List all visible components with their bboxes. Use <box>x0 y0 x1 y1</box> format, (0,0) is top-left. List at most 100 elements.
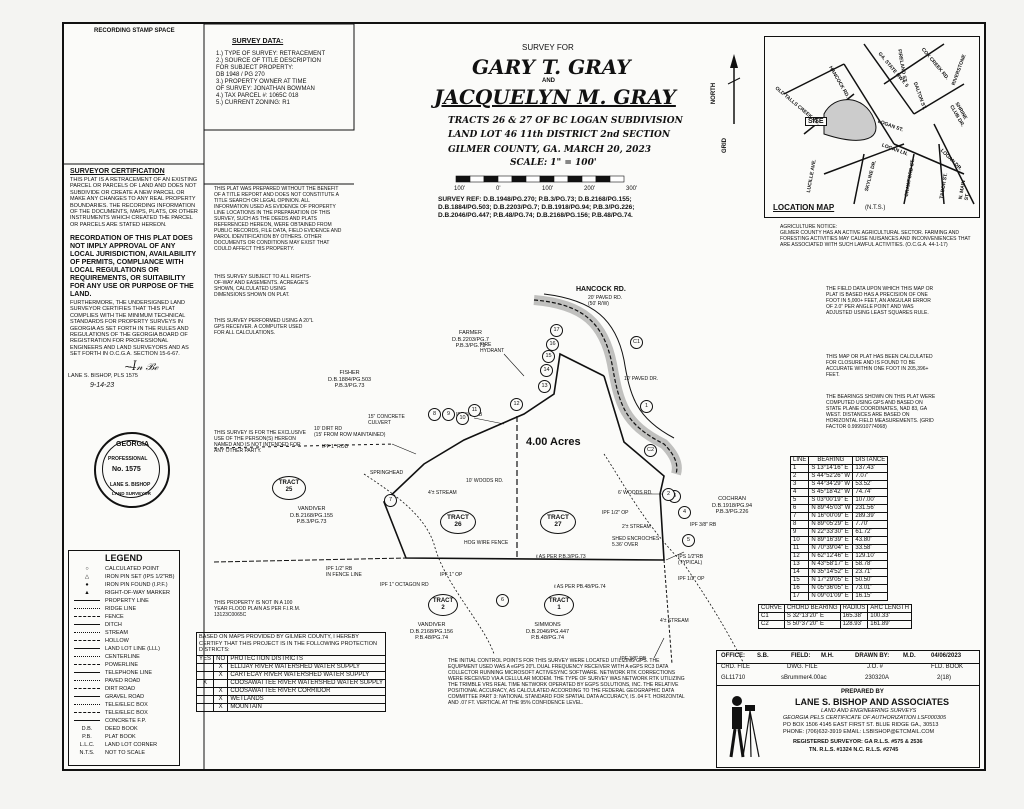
woods-rd-label: 10' WOODS RD. <box>466 478 504 484</box>
legend-line-icon <box>74 664 100 666</box>
legend-symbol <box>71 677 103 685</box>
legend-label: TELE/ELEC BOX <box>105 710 148 716</box>
leader-line <box>391 443 417 455</box>
line-cell: 74.74' <box>852 488 889 497</box>
curve-table-header: ARC LENGTH <box>867 604 912 613</box>
scale-bar-segment <box>455 175 471 183</box>
legend-symbol <box>71 661 103 669</box>
shed-label: SHED ENCROCHES 5.36' OVER <box>612 536 660 548</box>
legend-symbol <box>71 709 103 717</box>
location-map-road <box>843 63 895 145</box>
line-cell: 137.43' <box>852 464 889 473</box>
tract-26-bubble: TRACT 26 <box>440 510 476 534</box>
vandiver1-label: VANDIVER D.B.2168/PG.155 P.B.3/PG.73 <box>290 506 334 525</box>
legend-line-icon <box>74 600 100 602</box>
line-number-bubble: C1 <box>630 336 643 349</box>
line-cell: S 44°52'26" W <box>808 472 854 481</box>
legend-symbol <box>71 629 103 637</box>
paved-dr-label: 10' PAVED DR. <box>624 376 659 382</box>
line-cell: S 44°34'29" W <box>808 480 854 489</box>
legend-label: IRON PIN FOUND (I.P.F.) <box>105 582 168 588</box>
seal-mid: PROFESSIONAL <box>108 456 148 462</box>
line-cell: 289.39' <box>852 512 889 521</box>
legend-item: TELE/ELEC BOX <box>71 701 177 709</box>
field-value: M.H. <box>821 653 834 659</box>
legend-line-icon <box>74 696 100 698</box>
note-flood: THIS PROPERTY IS NOT IN A 100 YEAR FLOOD… <box>214 600 301 618</box>
road-name: HANCOCK RD. <box>576 286 626 293</box>
seal-side: LAND SURVEYOR <box>112 491 151 496</box>
legend-item: HOLLOW <box>71 637 177 645</box>
legend-symbol <box>71 685 103 693</box>
drawn-date: 04/06/2023 <box>931 653 962 659</box>
protection-cell: ELLIJAY RIVER WATERSHED WATER SUPPLY <box>227 662 386 672</box>
legend-item: ▲RIGHT-OF-WAY MARKER <box>71 589 177 597</box>
line-number-bubble: 10 <box>456 412 469 425</box>
scale-bar-segment <box>581 175 597 183</box>
line-cell: 4 <box>789 488 810 497</box>
ipf-bottom-label: IPF 3/8" RB <box>620 656 647 662</box>
legend-symbol <box>71 613 103 621</box>
vandiver2-label: VANDIVER D.B.2168/PG.156 P.B.48/PG.74 <box>410 622 454 641</box>
protection-cell: X <box>195 678 215 688</box>
legend-item: POWERLINE <box>71 661 177 669</box>
legend-item: DITCH <box>71 621 177 629</box>
curve-table-header: CURVE <box>758 604 785 613</box>
line-cell: S 13°14'16" E <box>808 464 854 473</box>
legend-line-icon <box>74 720 100 722</box>
curve-cell: 161.89' <box>867 620 912 629</box>
signature-icon: ~ꟾ̶𝓃 ℬℯ <box>124 362 158 373</box>
ipf-fence-label: IPF 1/2" RB IN FENCE LINE <box>326 566 362 578</box>
legend-symbol <box>71 645 103 653</box>
survey-data-item: 5.) CURRENT ZONING: R1 <box>216 100 290 106</box>
tract-2: TRACT 2 <box>432 598 454 611</box>
legend-label: RIGHT-OF-WAY MARKER <box>105 590 170 596</box>
line-cell: 15 <box>789 576 810 585</box>
line-cell: N 89°45'03" W <box>808 504 854 513</box>
note-closure: THIS MAP OR PLAT HAS BEEN CALCULATED FOR… <box>826 354 933 378</box>
stream-line <box>363 473 495 655</box>
legend-item: TELEPHONE LINE <box>71 669 177 677</box>
firm-phone: PHONE: (706)632-3919 EMAIL: LSBISHOP@ETC… <box>783 729 935 735</box>
line-cell: 13 <box>789 560 810 569</box>
ips-label: IPS 1/2"RB (TYPICAL) <box>678 554 704 566</box>
fisher-label: FISHER D.B.1884/PG.503 P.B.3/PG.73 <box>328 370 372 389</box>
seal-no: No. 1575 <box>112 466 141 473</box>
street-label: COX CREEK RD. <box>919 46 950 82</box>
line-cell: 129.10' <box>852 552 889 561</box>
plat-sheet: RECORDING STAMP SPACE SURVEY DATA: 1.) T… <box>62 22 986 771</box>
legend-line-icon <box>74 632 100 634</box>
location-map-road <box>913 83 965 115</box>
protection-cell: WETLANDS <box>227 694 386 704</box>
protection-cell: MOUNTAIN <box>227 702 386 712</box>
octagon-label: IPF 1" OCTAGON RD <box>380 582 429 588</box>
legend-symbol <box>71 669 103 677</box>
note-benefit: THIS PLAT WAS PREPARED WITHOUT THE BENEF… <box>214 186 342 252</box>
protection-cell <box>195 694 215 704</box>
ipf-op-label: IPF 1" OP <box>440 572 463 578</box>
line-cell: 7.07' <box>852 472 889 481</box>
legend-item: FENCE <box>71 613 177 621</box>
street-label: RIVERSTONE <box>950 53 968 87</box>
line-cell: N 22°33'30" E <box>808 528 854 537</box>
location-map-site-area <box>823 99 877 141</box>
stream-lower-label: 4'± STREAM <box>660 618 689 624</box>
legend-label: STREAM <box>105 630 128 636</box>
legend-item: ●IRON PIN FOUND (I.P.F.) <box>71 581 177 589</box>
fld-value: 2(18) <box>937 675 952 681</box>
street-label: OLD TALLS CREEK RD. <box>773 85 821 127</box>
scale-tick: 100' <box>454 186 466 192</box>
seal-top: GEORGIA <box>116 441 150 448</box>
legend-item: N.T.S.NOT TO SCALE <box>71 749 177 757</box>
certification-p2: RECORDATION OF THIS PLAT DOES NOT IMPLY … <box>70 235 197 298</box>
location-map-road <box>783 63 845 95</box>
leader-line <box>473 417 505 425</box>
line-number-bubble: 8 <box>428 408 441 421</box>
survey-data-box <box>203 24 355 131</box>
line-cell: 1 <box>789 464 810 473</box>
